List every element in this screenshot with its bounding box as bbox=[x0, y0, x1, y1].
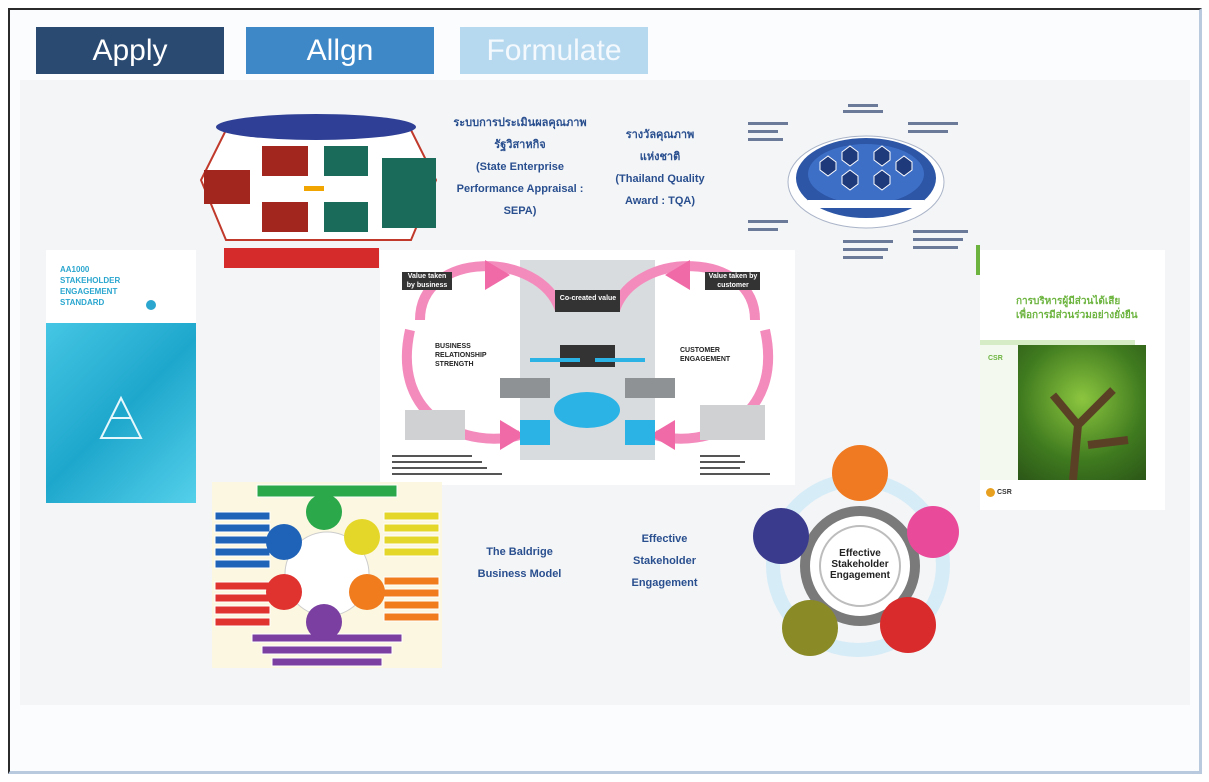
csr-accent-bar bbox=[976, 245, 980, 275]
customer-engagement-diagram: Value taken by business Value taken by c… bbox=[380, 250, 795, 485]
business-relationship-title: BUSINESS RELATIONSHIP STRENGTH bbox=[435, 343, 487, 368]
tab-apply[interactable]: Apply bbox=[36, 27, 224, 74]
wheel-center-label: Effective Stakeholder Engagement bbox=[829, 548, 890, 581]
csr-side-label: CSR bbox=[988, 355, 1003, 362]
aa1000-title: AA1000 STAKEHOLDER ENGAGEMENT STANDARD bbox=[60, 265, 121, 307]
engagement-wheel-diagram: Effective Stakeholder Engagement bbox=[748, 440, 968, 660]
csr-cover: การบริหารผู้มีส่วนได้เสีย เพื่อการมีส่วน… bbox=[976, 245, 1165, 510]
sepa-flow-diagram bbox=[196, 110, 441, 270]
tqa-criteria-diagram bbox=[748, 100, 978, 275]
baldrige-label: The Baldrige Business Model bbox=[477, 546, 562, 580]
customer-engagement-title: CUSTOMER ENGAGEMENT bbox=[680, 347, 731, 363]
csr-title-rule bbox=[980, 340, 1135, 345]
baldrige-model-diagram bbox=[212, 482, 442, 668]
tqa-label: รางวัลคุณภาพ แห่งชาติ (Thailand Quality … bbox=[615, 129, 705, 207]
effective-engagement-label: Effective Stakeholder Engagement bbox=[631, 533, 698, 589]
co-created-value-box: Co-created value bbox=[559, 295, 617, 302]
csr-title: การบริหารผู้มีส่วนได้เสีย เพื่อการมีส่วน… bbox=[1016, 296, 1138, 321]
tab-align[interactable]: Allgn bbox=[246, 27, 434, 74]
csr-logo: CSR bbox=[986, 486, 1016, 498]
aa1000-cover-art bbox=[46, 323, 196, 503]
value-right-box: Value taken by customer bbox=[708, 273, 758, 289]
csr-tree-photo bbox=[1018, 345, 1146, 481]
value-left-box: Value taken by business bbox=[406, 273, 448, 289]
accountability-logo bbox=[146, 300, 156, 310]
aa1000-cover: AA1000 STAKEHOLDER ENGAGEMENT STANDARD bbox=[46, 250, 196, 503]
csr-side-panel: CSR bbox=[980, 345, 1018, 480]
tab-formulate[interactable]: Formulate bbox=[460, 27, 648, 74]
sepa-label: ระบบการประเมินผลคุณภาพ รัฐวิสาหกิจ (Stat… bbox=[453, 117, 587, 217]
